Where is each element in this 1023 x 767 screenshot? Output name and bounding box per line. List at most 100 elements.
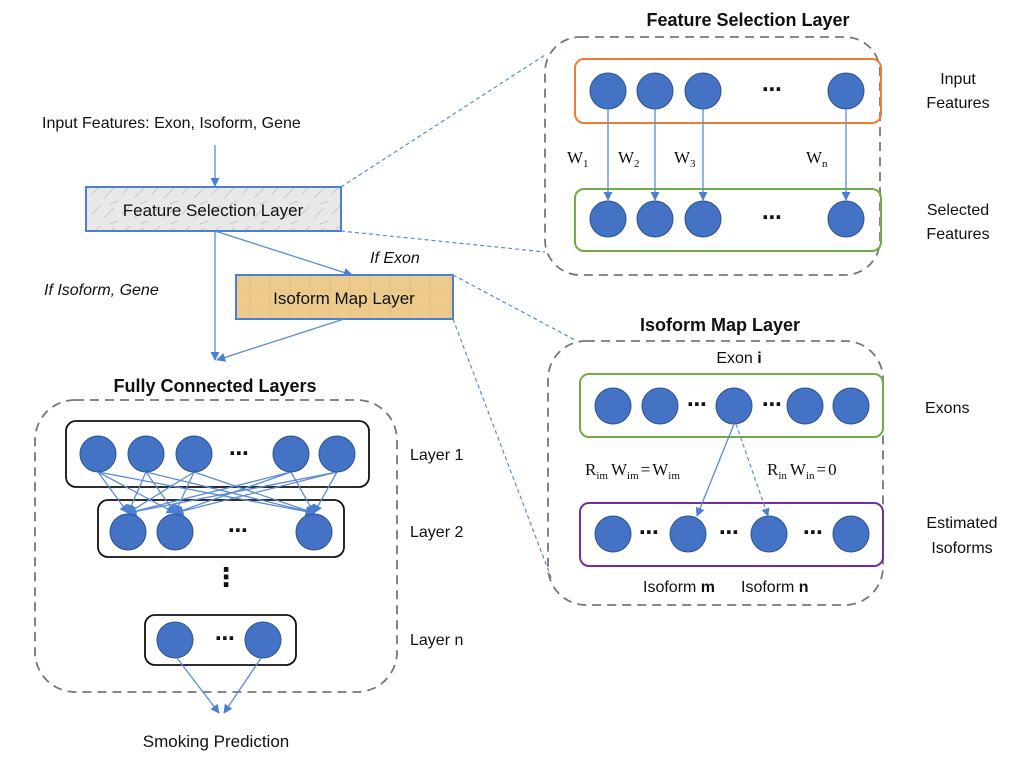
isoform-zoom-connector-top [452,274,576,341]
im-isoforms-label-line2: Isoforms [931,540,992,557]
fc-connection-edge [127,471,338,516]
im-exon-nodes [594,387,870,425]
im-isoforms-label-line1: Estimated [926,515,997,532]
fs-to-isoform-arrow [214,230,353,277]
fs-weight-w3: W3 [674,148,696,170]
fc-ln-ellipsis: ⋯ [215,628,235,650]
fs-zoom-connector-bottom [340,230,546,253]
fc-l1-node [318,435,356,473]
fs-selected-label-line2: Features [926,226,989,243]
im-isoform-node-n [750,515,788,553]
fs-detail-title: Feature Selection Layer [646,10,849,30]
im-isoform-node-m [669,515,707,553]
fc-vertical-ellipsis: ⋮ [213,562,239,592]
fc-output-edge [223,657,262,714]
fc-l2-ellipsis: ⋯ [228,520,248,542]
fs-selected-nodes [589,200,865,238]
fs-zoom-connector-top [340,54,546,188]
fs-input-node [827,72,865,110]
fc-ln-node [156,621,194,659]
fs-input-label-line2: Features [926,95,989,112]
fc-connection-edge [97,471,129,514]
fs-input-ellipsis: ⋯ [762,79,782,101]
fc-layer1-label: Layer 1 [410,447,463,464]
fc-layer1-nodes [79,435,356,473]
fc-edges [97,471,338,516]
fc-connection-edge [313,471,338,514]
fs-selected-box [574,188,882,252]
fc-layer2-box [97,499,345,558]
im-isoform-ellipsis: ⋯ [719,522,739,544]
im-exon-node [594,387,632,425]
fs-weight-wn: Wn [806,148,828,170]
fc-l1-node [127,435,165,473]
fc-connection-edge [174,471,338,516]
isoform-m-label: Isoform m [643,579,715,596]
fc-group-border [34,399,398,693]
fs-weight-w1: W1 [567,148,589,170]
fs-selected-label-line1: Selected [927,202,989,219]
im-exon-ellipsis: ⋯ [687,394,707,416]
fc-layern-nodes [156,621,282,659]
fc-output-edge [176,657,220,714]
im-exon-node [786,387,824,425]
fs-selected-node [636,200,674,238]
fc-l2-node [295,513,333,551]
im-detail-title: Isoform Map Layer [640,315,800,335]
fs-selected-node [589,200,627,238]
fs-input-label-line1: Input [940,71,976,88]
feature-selection-box-label: Feature Selection Layer [123,201,304,220]
fs-selected-node [827,200,865,238]
im-isoform-node [594,515,632,553]
fs-input-node [636,72,674,110]
im-exon-ellipsis: ⋯ [762,394,782,416]
fc-l2-node [156,513,194,551]
im-isoform-ellipsis: ⋯ [639,522,659,544]
exon-i-label: Exon i [716,350,761,367]
fc-connection-edge [290,471,315,514]
im-isoforms-box [579,502,884,567]
fc-ln-node [244,621,282,659]
fs-selected-node [684,200,722,238]
fc-l2-node [109,513,147,551]
fc-connection-edge [127,471,292,516]
isoform-map-box [235,274,454,320]
isoform-n-label: Isoform n [741,579,809,596]
fc-title: Fully Connected Layers [113,376,316,396]
fs-selected-ellipsis: ⋯ [762,207,782,229]
im-exons-label: Exons [925,400,969,417]
im-exon-node-i [715,387,753,425]
im-isoform-node [832,515,870,553]
isoform-to-fc-arrow [216,318,345,362]
fc-layern-box [144,614,297,666]
smoking-prediction-label: Smoking Prediction [143,732,289,751]
fs-input-box [574,58,882,124]
fs-input-node [684,72,722,110]
im-edge-to-m [695,423,735,517]
im-isoform-ellipsis: ⋯ [803,522,823,544]
im-detail-group-border [547,340,884,606]
fc-l1-node [79,435,117,473]
fs-weight-w2: W2 [618,148,640,170]
fc-layer2-label: Layer 2 [410,524,463,541]
feature-selection-box [85,186,342,232]
fc-connection-edge [97,471,315,516]
im-exons-box [579,373,884,438]
input-features-label: Input Features: Exon, Isoform, Gene [42,115,301,132]
if-exon-label: If Exon [370,250,420,267]
im-edge-to-n [735,423,770,517]
im-isoform-nodes [594,515,870,553]
fc-layer1-box [65,420,370,488]
isoform-zoom-connector-bottom [452,318,553,581]
fc-l1-node [175,435,213,473]
fc-connection-edge [127,471,195,514]
fc-layer2-nodes [109,513,333,551]
fc-layern-label: Layer n [410,632,463,649]
fs-input-node [589,72,627,110]
fs-input-nodes [589,72,865,110]
fc-l1-ellipsis: ⋯ [229,443,249,465]
